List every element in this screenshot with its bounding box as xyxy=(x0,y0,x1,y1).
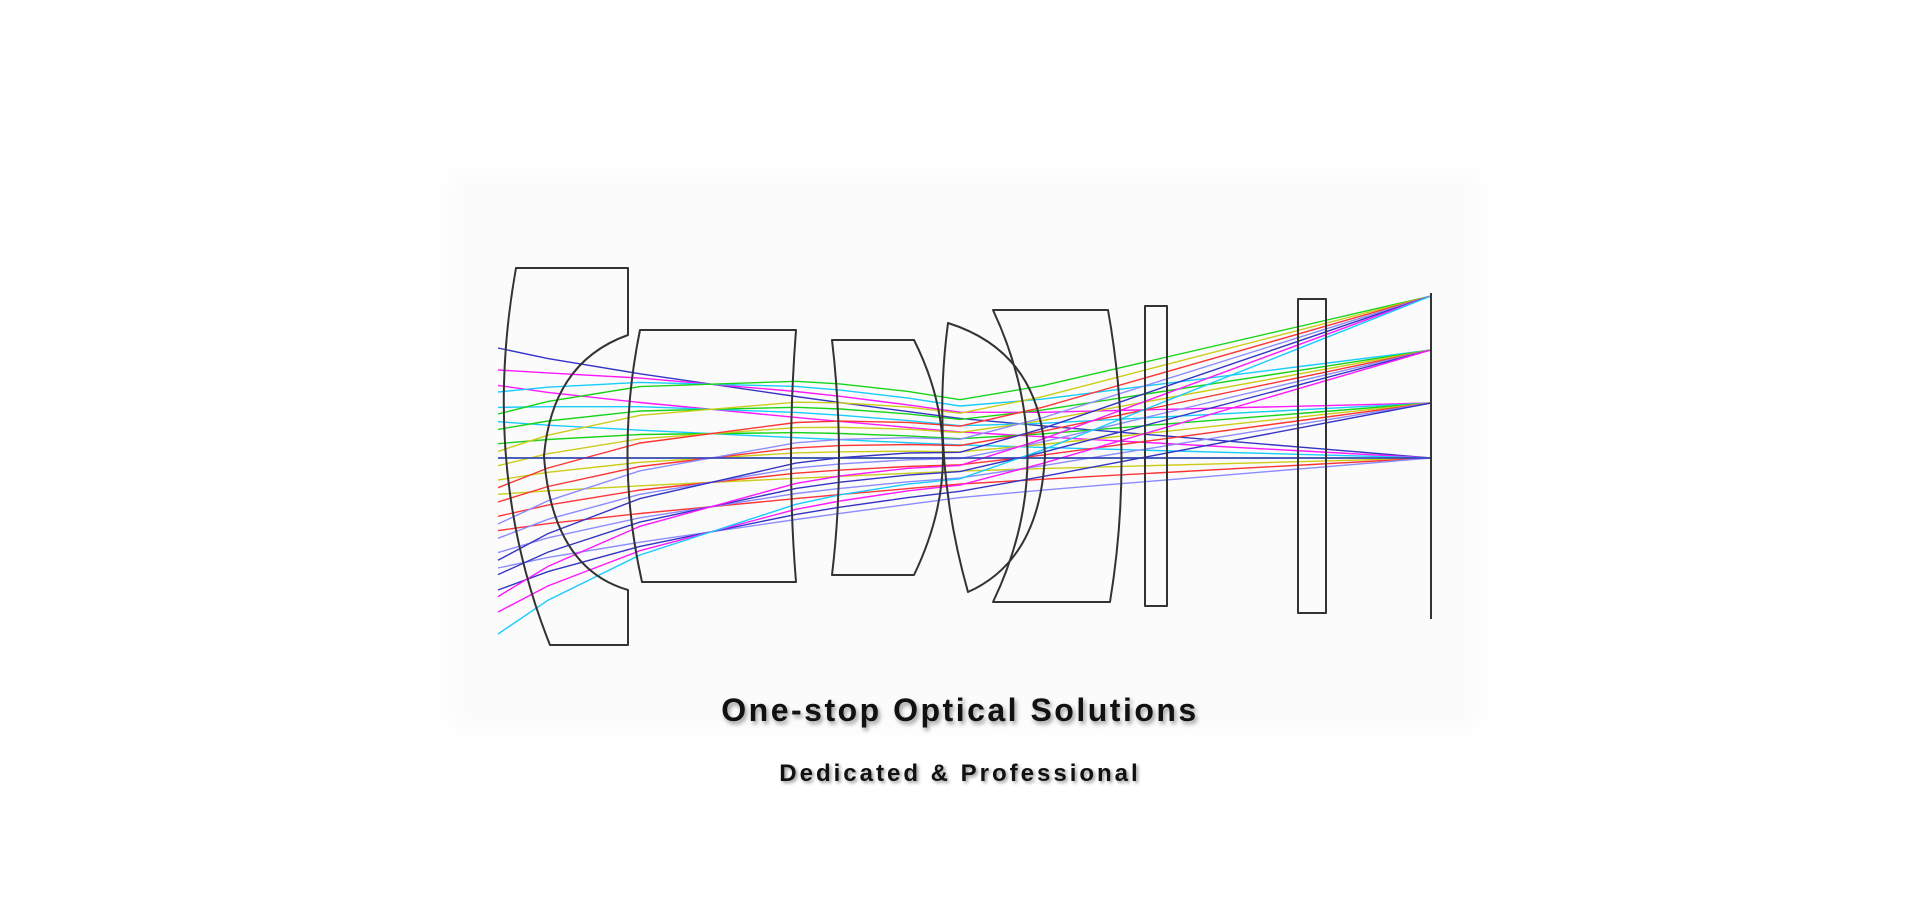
ray-trace xyxy=(497,295,1432,489)
ray-trace xyxy=(497,402,1432,554)
ray-trace xyxy=(497,295,1432,453)
filter-plate-1 xyxy=(1144,305,1168,607)
ray-trace xyxy=(497,349,1432,431)
ray-trace xyxy=(497,295,1432,598)
ray-trace xyxy=(497,295,1432,635)
lens-element-1 xyxy=(502,267,629,646)
ray-trace xyxy=(497,349,1432,503)
ray-trace xyxy=(497,402,1432,591)
ray-trace xyxy=(497,349,1432,539)
ray-trace xyxy=(497,295,1432,561)
ray-trace xyxy=(497,349,1432,613)
ray-trace xyxy=(497,421,1432,459)
sub-tagline: Dedicated & Professional xyxy=(779,760,1141,787)
filter-plate-2 xyxy=(1297,298,1327,614)
ray-bundle xyxy=(497,295,1432,635)
ray-trace xyxy=(497,384,1432,459)
ray-trace xyxy=(497,457,1432,495)
ray-trace xyxy=(497,347,1432,459)
ray-trace xyxy=(497,295,1432,525)
lens-element-4 xyxy=(941,322,1046,593)
ray-trace xyxy=(497,457,1432,569)
main-tagline: One-stop Optical Solutions xyxy=(721,692,1199,728)
ray-trace xyxy=(497,402,1432,481)
ray-trace xyxy=(497,457,1432,532)
ray-trace xyxy=(497,349,1432,576)
lens-element-3 xyxy=(831,339,944,576)
ray-trace xyxy=(497,295,1432,415)
lens-element-5 xyxy=(992,309,1123,603)
lens-element-2 xyxy=(626,329,797,583)
ray-trace xyxy=(497,402,1432,517)
